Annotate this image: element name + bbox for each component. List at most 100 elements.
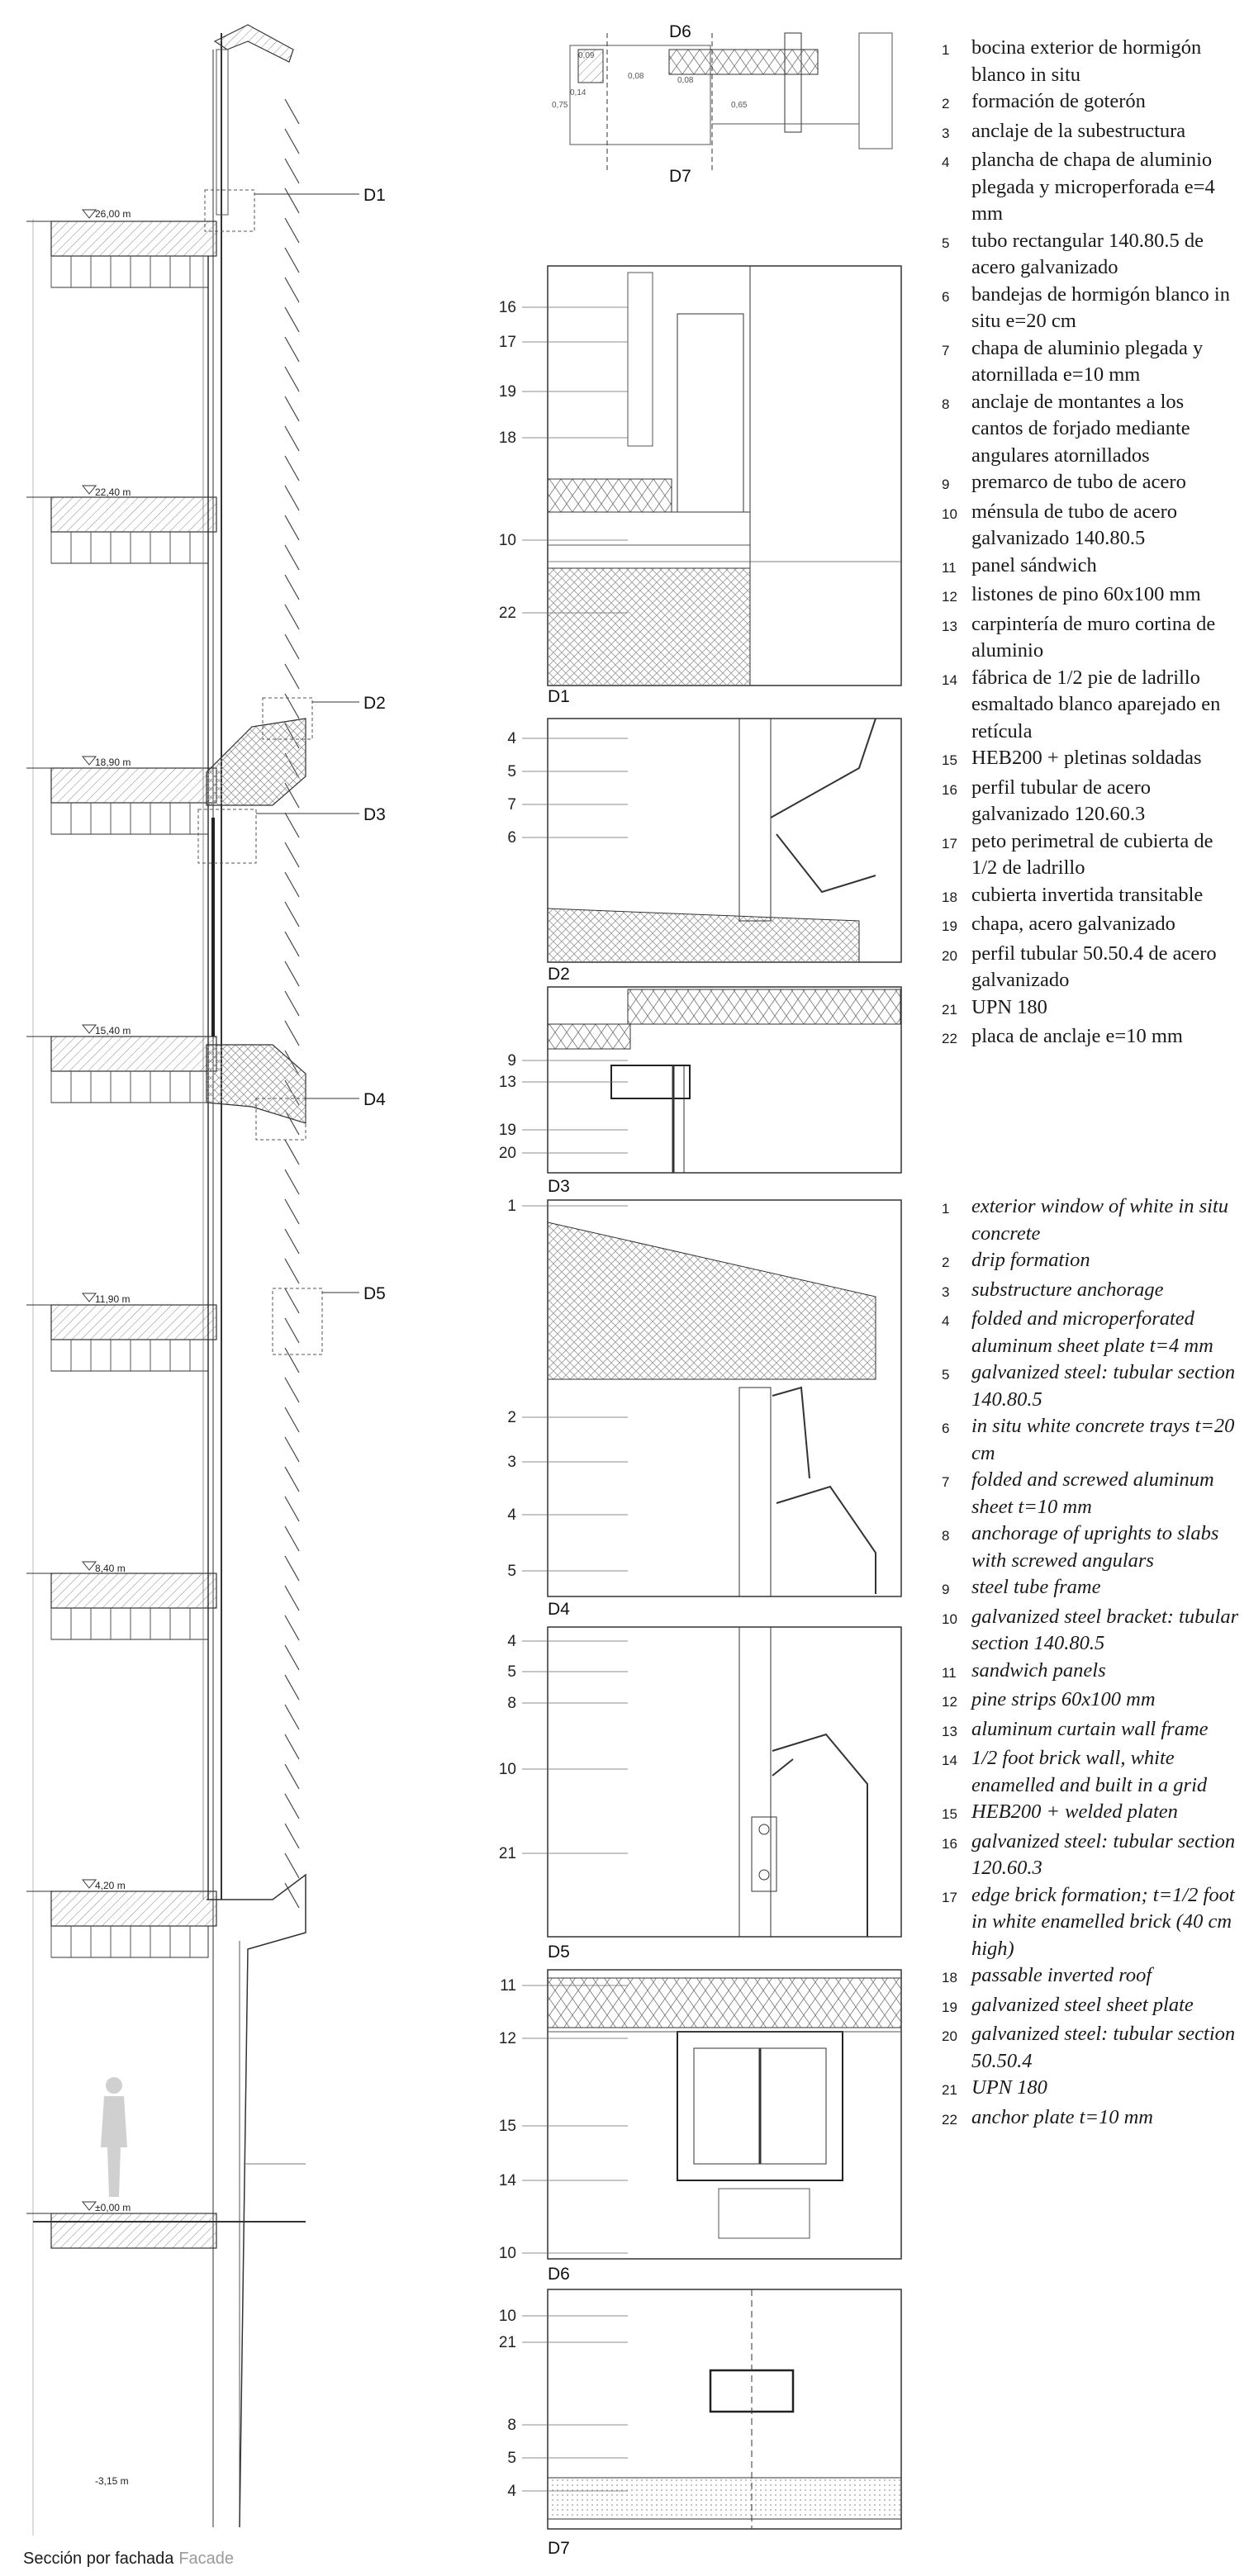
legend-text: substructure anchorage [971, 1278, 1164, 1301]
legend-text: edge brick formation; t=1/2 foot in whit… [971, 1883, 1235, 1960]
detail-number: 19 [499, 383, 516, 401]
detail-tag: D5 [548, 1943, 570, 1962]
slab [50, 1304, 217, 1340]
ceiling-panel [50, 531, 209, 564]
legend-number: 16 [942, 781, 957, 798]
detail-tag: D4 [548, 1600, 570, 1619]
legend-number: 13 [942, 618, 957, 634]
detail-number: 8 [507, 2417, 516, 2434]
legend-item: 1 exterior window of white in situ concre… [942, 1193, 1239, 1247]
legend-english: 1 exterior window of white in situ concre… [942, 1193, 1239, 2133]
dimension-label: 0,14 [570, 88, 587, 97]
legend-number: 14 [942, 671, 957, 688]
detail-number: 18 [499, 429, 516, 447]
legend-text: exterior window of white in situ concret… [971, 1195, 1229, 1245]
detail-number: 10 [499, 2308, 516, 2325]
dimension-label: 0,09 [578, 51, 595, 60]
legend-number: 4 [942, 154, 950, 170]
detail-tag: D7 [548, 2539, 570, 2558]
legend-number: 10 [942, 1611, 957, 1627]
detail-labels: D1161719181022D24576D39131920D412345D545… [499, 299, 628, 2558]
detail-number: 22 [499, 605, 516, 622]
detail-d1 [547, 265, 902, 686]
legend-number: 19 [942, 1999, 957, 2015]
legend-number: 11 [942, 559, 957, 576]
legend-number: 4 [942, 1313, 950, 1329]
legend-number: 7 [942, 1474, 950, 1490]
detail-d3 [547, 986, 902, 1174]
legend-number: 18 [942, 1970, 957, 1985]
level-label: 22,40 m [95, 486, 131, 498]
legend-text: cubierta invertida transitable [971, 883, 1204, 906]
level-labels: 26,00 m 22,40 m 18,90 m 15,40 m 11,90 m … [95, 208, 131, 2487]
legend-text: UPN 180 [971, 995, 1047, 1018]
legend-number: 1 [942, 42, 950, 58]
detail-tag: D1 [548, 687, 570, 706]
legend-number: 6 [942, 1421, 950, 1436]
legend-text: panel sándwich [971, 553, 1097, 576]
callout-d2: D2 [363, 694, 386, 713]
detail-number: 21 [499, 2334, 516, 2351]
detail-number: 6 [507, 829, 516, 847]
legend-text: carpintería de muro cortina de aluminio [971, 612, 1216, 662]
legend-item: 10 galvanized steel bracket: tubular sect… [942, 1604, 1239, 1658]
louvres [284, 98, 300, 1909]
caption-title: Sección por fachada [23, 2550, 174, 2568]
legend-text: perfil tubular 50.50.4 de acero galvaniz… [971, 942, 1217, 992]
floor-slabs [26, 209, 217, 2249]
legend-item: 16 galvanized steel: tubular section 120.… [942, 1829, 1239, 1882]
legend-number: 21 [942, 2082, 957, 2098]
detail-number: 5 [507, 1663, 516, 1681]
detail-number: 10 [499, 1761, 516, 1778]
legend-text: galvanized steel bracket: tubular sectio… [971, 1605, 1239, 1655]
detail-number: 15 [499, 2118, 516, 2135]
callout-d3: D3 [363, 805, 386, 824]
slab [50, 1890, 217, 1927]
legend-text: listones de pino 60x100 mm [971, 583, 1201, 605]
detail-d7 [547, 2289, 902, 2530]
legend-text: galvanized steel sheet plate [971, 1993, 1194, 2016]
legend-text: aluminum curtain wall frame [971, 1717, 1209, 1740]
legend-number: 1 [942, 1201, 950, 1217]
legend-number: 22 [942, 2111, 957, 2128]
legend-text: HEB200 + pletinas soldadas [971, 747, 1202, 769]
legend-number: 16 [942, 1835, 957, 1852]
slab [50, 1573, 217, 1609]
detail-d6 [547, 1969, 902, 2260]
detail-d5 [547, 1626, 902, 1938]
legend-number: 10 [942, 505, 957, 522]
legend-text: peto perimetral de cubierta de 1/2 de la… [971, 829, 1213, 880]
legend-text: galvanized steel: tubular section 120.60… [971, 1829, 1236, 1880]
slab [50, 496, 217, 533]
slab [50, 2213, 217, 2249]
legend-text: chapa de aluminio plegada y atornillada … [971, 336, 1204, 387]
detail-number: 4 [507, 730, 516, 747]
caption-subtitle: Facade [178, 2550, 235, 2568]
detail-number: 13 [499, 1074, 516, 1091]
legend-text: UPN 180 [971, 2076, 1047, 2099]
facade-section: D1 D2 D3 D4 D5 26,00 m 22,40 m 18,90 m 1… [26, 24, 386, 2536]
legend-number: 15 [942, 1806, 957, 1822]
detail-number: 4 [507, 1506, 516, 1524]
detail-number: 3 [507, 1454, 516, 1471]
level-label: 11,90 m [95, 1293, 130, 1305]
